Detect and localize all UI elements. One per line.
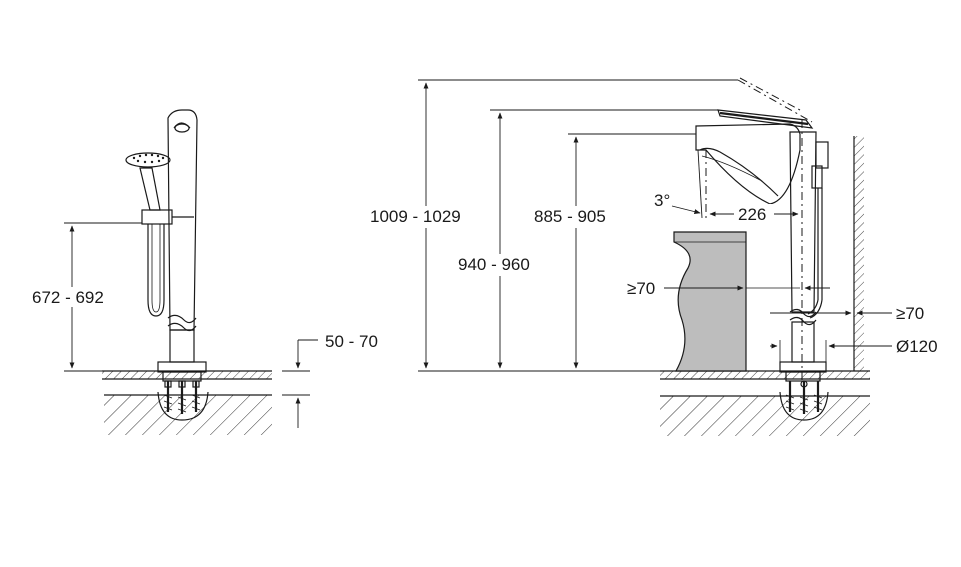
- shower-holes: [132, 153, 165, 164]
- front-floor: [660, 370, 870, 436]
- label-angle: 3°: [654, 191, 670, 210]
- label-floor-depth: 50 - 70: [325, 332, 378, 351]
- label-base-diameter: Ø120: [896, 337, 938, 356]
- bathtub: [673, 231, 747, 372]
- side-dim-floor-depth: [282, 339, 318, 428]
- front-dim-base-diameter: [770, 340, 892, 362]
- label-total-height: 1009 - 1029: [370, 207, 461, 226]
- label-spout-top: 940 - 960: [458, 255, 530, 274]
- side-anchors: [157, 380, 209, 421]
- front-view: [418, 77, 892, 436]
- front-faucet-body: [779, 131, 827, 382]
- label-tub-clearance: ≥70: [627, 279, 655, 298]
- front-hand-shower: [807, 141, 829, 319]
- side-faucet-body: [125, 109, 207, 382]
- spout: [695, 77, 814, 205]
- front-dim-spout-top: [490, 109, 718, 369]
- front-dim-angle: [671, 149, 703, 219]
- label-reach: 226: [738, 205, 766, 224]
- label-wall-clearance: ≥70: [896, 304, 924, 323]
- wall: [853, 136, 864, 371]
- side-view: [64, 109, 318, 435]
- front-dim-spout-outlet: [568, 133, 696, 369]
- front-anchors: [779, 380, 829, 421]
- label-spout-outlet: 885 - 905: [534, 207, 606, 226]
- label-handle-height: 672 - 692: [32, 288, 104, 307]
- side-floor: [102, 370, 272, 435]
